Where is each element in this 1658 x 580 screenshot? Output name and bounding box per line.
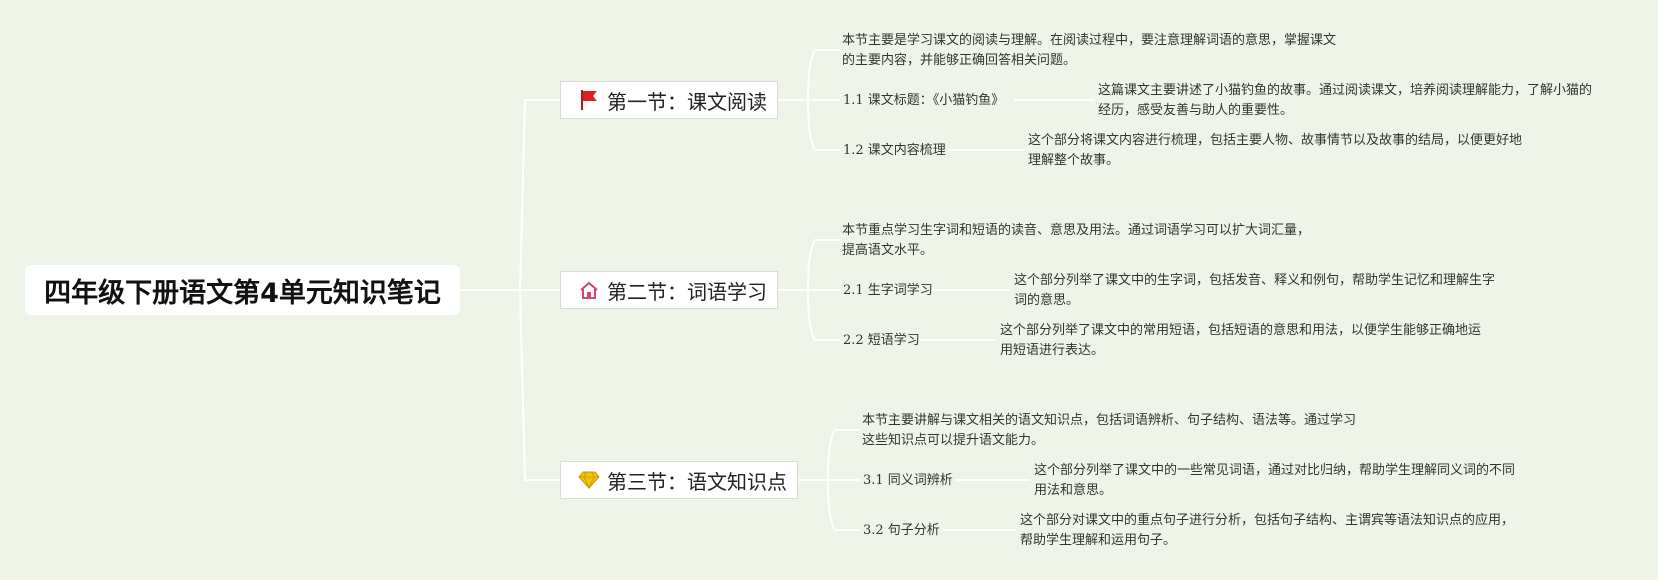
section-1-intro: 本节主要是学习课文的阅读与理解。在阅读过程中，要注意理解词语的意思，掌握课文的主… [842,33,1337,68]
root-title: 四年级下册语文第4单元知识笔记 [44,277,441,309]
section-3-intro: 本节主要讲解与课文相关的语文知识点，包括词语辨析、句子结构、语法等。通过学习这些… [862,413,1357,448]
root-topic[interactable]: 四年级下册语文第4单元知识笔记 [25,265,460,315]
section-1-topic[interactable]: 第一节：课文阅读 [560,81,778,119]
subtopic-2-1[interactable]: 2.1 生字词学习 [843,283,933,298]
subtopic-2-2[interactable]: 2.2 短语学习 [843,333,920,348]
section-3-topic[interactable]: 第三节：语文知识点 [560,461,798,499]
section-1-title: 第一节：课文阅读 [607,89,767,114]
subtopic-1-1[interactable]: 1.1 课文标题：《小猫钓鱼》 [843,93,1005,108]
subtopic-1-2-desc: 这个部分将课文内容进行梳理，包括主要人物、故事情节以及故事的结局，以便更好地理解… [1028,133,1523,168]
section-2-title: 第二节：词语学习 [607,279,767,304]
subtopic-3-2[interactable]: 3.2 句子分析 [863,523,940,538]
subtopic-2-2-desc: 这个部分列举了课文中的常用短语，包括短语的意思和用法，以便学生能够正确地运用短语… [1000,323,1482,358]
subtopic-3-2-desc: 这个部分对课文中的重点句子进行分析，包括句子结构、主谓宾等语法知识点的应用，帮助… [1020,513,1515,548]
red-flag-icon [577,88,601,112]
gem-icon [577,468,601,492]
section-3-title: 第三节：语文知识点 [607,469,787,494]
subtopic-1-1-desc: 这篇课文主要讲述了小猫钓鱼的故事。通过阅读课文，培养阅读理解能力，了解小猫的经历… [1098,83,1593,118]
subtopic-3-1-desc: 这个部分列举了课文中的一些常见词语，通过对比归纳，帮助学生理解同义词的不同用法和… [1034,463,1516,498]
section-2-topic[interactable]: 第二节：词语学习 [560,271,778,309]
subtopic-2-1-desc: 这个部分列举了课文中的生字词，包括发音、释义和例句，帮助学生记忆和理解生字词的意… [1014,273,1496,308]
subtopic-3-1[interactable]: 3.1 同义词辨析 [863,473,953,488]
house-icon [577,278,601,302]
section-2-intro: 本节重点学习生字词和短语的读音、意思及用法。通过词语学习可以扩大词汇量，提高语文… [842,223,1311,258]
subtopic-1-2[interactable]: 1.2 课文内容梳理 [843,143,946,158]
